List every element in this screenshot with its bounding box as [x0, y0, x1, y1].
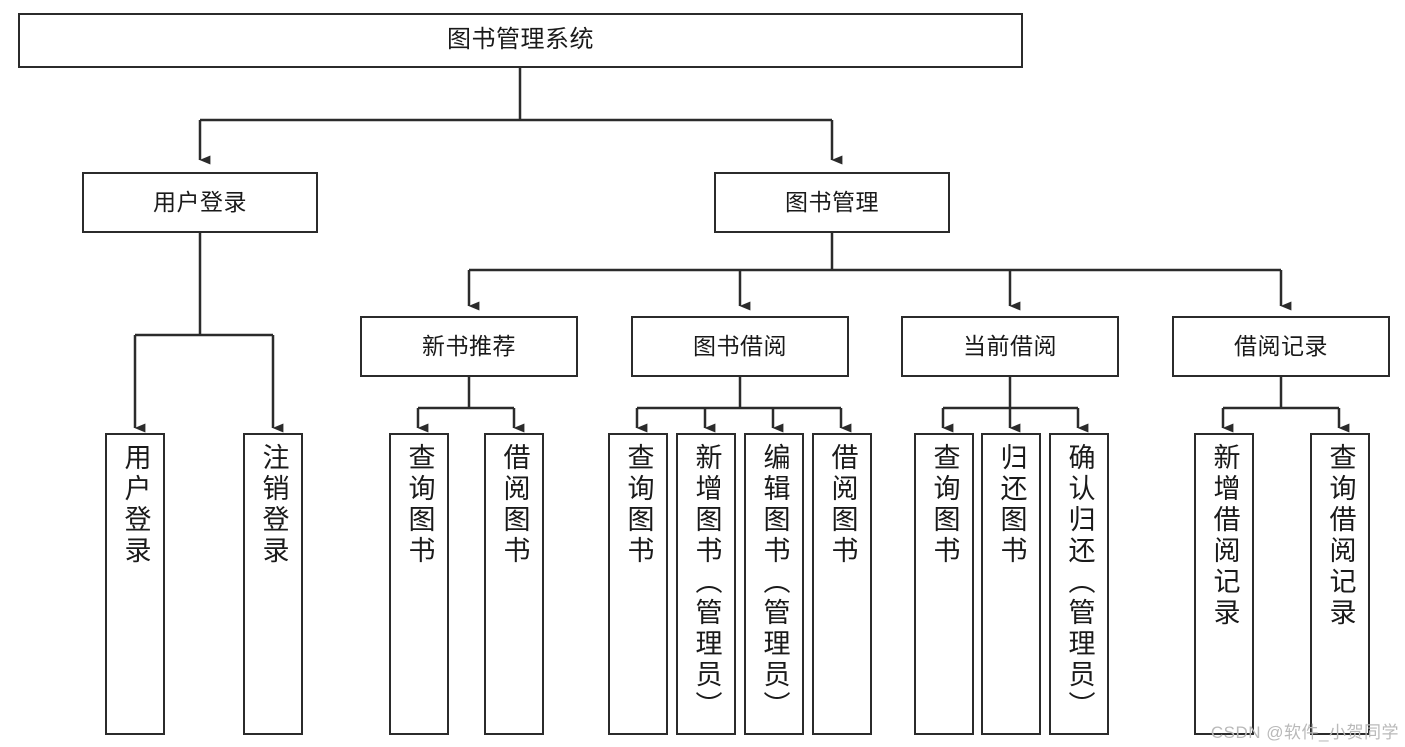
csdn-watermark: CSDN @软件_小贺同学 — [1210, 723, 1399, 742]
node-label: 借阅记录 — [1234, 332, 1328, 359]
leaf-current-borrow-confirm-return-admin[interactable]: 确认归还（管理员） — [1049, 433, 1109, 735]
node-label: 查询图书 — [929, 443, 960, 567]
leaf-book-borrow-edit-book-admin[interactable]: 编辑图书（管理员） — [744, 433, 804, 735]
leaf-borrow-record-query-record[interactable]: 查询借阅记录 — [1310, 433, 1370, 735]
leaf-current-borrow-query-book[interactable]: 查询图书 — [914, 433, 974, 735]
node-label: 图书管理 — [785, 188, 879, 215]
node-label: 查询图书 — [404, 443, 435, 567]
node-current-borrow[interactable]: 当前借阅 — [901, 316, 1119, 377]
node-borrow-record[interactable]: 借阅记录 — [1172, 316, 1390, 377]
node-label: 用户登录 — [120, 443, 151, 567]
node-book-borrow[interactable]: 图书借阅 — [631, 316, 849, 377]
node-label: 确认归还（管理员） — [1064, 443, 1095, 722]
leaf-user-login-login[interactable]: 用户登录 — [105, 433, 165, 735]
node-label: 编辑图书（管理员） — [759, 443, 790, 722]
node-label: 注销登录 — [258, 443, 289, 567]
node-root-book-management-system[interactable]: 图书管理系统 — [18, 13, 1023, 68]
leaf-new-book-query-book[interactable]: 查询图书 — [389, 433, 449, 735]
leaf-current-borrow-return-book[interactable]: 归还图书 — [981, 433, 1041, 735]
leaf-new-book-borrow-book[interactable]: 借阅图书 — [484, 433, 544, 735]
node-label: 借阅图书 — [827, 443, 858, 567]
node-user-login[interactable]: 用户登录 — [82, 172, 318, 233]
node-label: 当前借阅 — [963, 332, 1057, 359]
node-label: 图书管理系统 — [447, 26, 594, 54]
node-label: 新书推荐 — [422, 332, 516, 359]
node-label: 新增借阅记录 — [1209, 443, 1240, 629]
node-label: 图书借阅 — [693, 332, 787, 359]
node-label: 归还图书 — [996, 443, 1027, 567]
leaf-borrow-record-add-record[interactable]: 新增借阅记录 — [1194, 433, 1254, 735]
node-label: 查询借阅记录 — [1325, 443, 1356, 629]
node-book-management[interactable]: 图书管理 — [714, 172, 950, 233]
leaf-book-borrow-query-book[interactable]: 查询图书 — [608, 433, 668, 735]
node-label: 借阅图书 — [499, 443, 530, 567]
leaf-book-borrow-add-book-admin[interactable]: 新增图书（管理员） — [676, 433, 736, 735]
node-label: 查询图书 — [623, 443, 654, 567]
node-label: 新增图书（管理员） — [691, 443, 722, 722]
node-label: 用户登录 — [153, 188, 247, 215]
node-new-book-recommend[interactable]: 新书推荐 — [360, 316, 578, 377]
leaf-book-borrow-borrow-book[interactable]: 借阅图书 — [812, 433, 872, 735]
leaf-user-login-logout[interactable]: 注销登录 — [243, 433, 303, 735]
